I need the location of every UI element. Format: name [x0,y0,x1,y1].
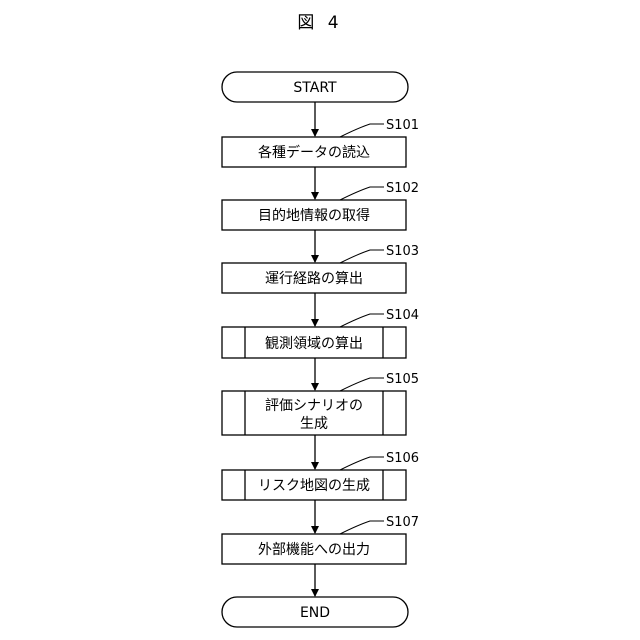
step-s103-text: 運行経路の算出 [265,271,363,287]
step-s103: 運行経路の算出 S103 [222,244,419,293]
step-s105-text-line2: 生成 [300,416,328,432]
step-s101-text: 各種データの読込 [258,144,370,161]
step-s102-label: S102 [386,181,419,196]
step-s104-text: 観測領域の算出 [265,335,363,352]
step-s103-label: S103 [386,244,419,259]
step-s105-label: S105 [386,372,419,387]
step-s104: 観測領域の算出 S104 [222,308,419,358]
step-s107: 外部機能への出力 S107 [222,515,419,564]
step-s107-text: 外部機能への出力 [258,542,370,558]
step-s106-label: S106 [386,451,419,466]
start-label: START [293,80,337,96]
start-terminator: START [222,72,408,102]
end-terminator: END [222,597,408,627]
end-label: END [300,605,330,621]
step-s101-label: S101 [386,118,419,133]
step-s101: 各種データの読込 S101 [222,118,419,167]
step-s104-label: S104 [386,308,419,323]
step-s106-text: リスク地図の生成 [258,478,370,494]
step-s107-label: S107 [386,515,419,530]
step-s105: 評価シナリオの 生成 S105 [222,372,419,435]
step-s106: リスク地図の生成 S106 [222,451,419,500]
step-s102-text: 目的地情報の取得 [258,207,370,224]
step-s102: 目的地情報の取得 S102 [222,181,419,230]
step-s105-text-line1: 評価シナリオの [265,398,363,414]
